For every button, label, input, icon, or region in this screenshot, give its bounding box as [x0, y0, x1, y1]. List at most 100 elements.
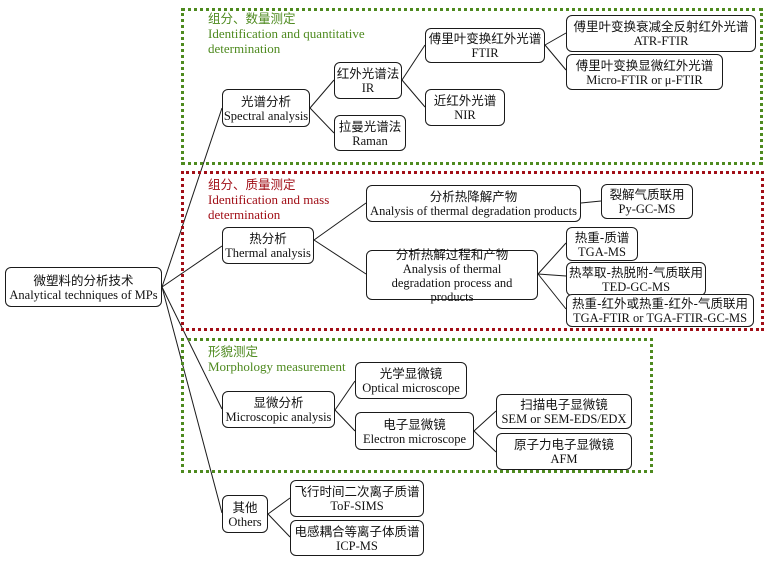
edge-thermal-degprod — [313, 202, 367, 241]
node-thermal-analysis: 热分析 Thermal analysis — [222, 227, 314, 264]
group-label-zh: 组分、数量测定 — [208, 11, 296, 26]
group-label-identification-mass: 组分、质量测定 Identification and mass determin… — [208, 177, 368, 222]
node-tof-sims: 飞行时间二次离子质谱 ToF-SIMS — [290, 480, 424, 517]
group-label-en: Morphology measurement — [208, 359, 346, 374]
edge-degproc-ted — [537, 273, 567, 277]
edge-micro-optical — [334, 380, 356, 411]
edge-ir-ftir — [401, 44, 426, 81]
node-label-zh: 傅里叶变换红外光谱 — [428, 31, 542, 46]
node-ir: 红外光谱法 IR — [334, 62, 402, 99]
node-label-zh: 裂解气质联用 — [609, 187, 685, 202]
node-label-en: Raman — [352, 133, 388, 148]
node-label-en: Micro-FTIR or μ-FTIR — [586, 72, 703, 87]
group-identification-quantitative — [181, 8, 763, 165]
edge-degproc-tga — [537, 242, 567, 275]
node-label-zh: 傅里叶变换显微红外光谱 — [575, 57, 714, 73]
node-label-en: AFM — [550, 452, 578, 466]
edge-ftir-microftir — [544, 44, 567, 71]
node-label-zh: 其他 — [232, 499, 258, 515]
node-label-zh: 电感耦合等离子体质谱 — [294, 523, 420, 539]
node-label-zh: 原子力电子显微镜 — [513, 437, 614, 452]
node-electron-microscope: 电子显微镜 Electron microscope — [355, 412, 474, 450]
edge-degproc-tgaftir — [537, 273, 567, 310]
node-label-en: Spectral analysis — [223, 108, 309, 123]
node-label-zh: 扫描电子显微镜 — [520, 397, 608, 412]
group-label-identification-quantitative: 组分、数量测定 Identification and quantitative … — [208, 11, 378, 56]
node-label-en: ATR-FTIR — [633, 34, 689, 48]
node-label-en: Analysis of thermal degradation products — [370, 204, 577, 218]
node-label-en: FTIR — [471, 46, 499, 60]
node-label-en: ICP-MS — [336, 538, 378, 553]
edge-root-microscopic — [161, 286, 223, 410]
node-label-zh: 傅里叶变换衰减全反射红外光谱 — [573, 19, 749, 34]
group-label-zh: 形貌测定 — [208, 344, 259, 359]
edge-others-tofsims — [267, 497, 291, 515]
node-afm: 原子力电子显微镜 AFM — [496, 433, 632, 470]
node-raman: 拉曼光谱法 Raman — [334, 115, 406, 151]
node-label-zh: 热重-质谱 — [574, 229, 630, 245]
node-micro-ftir: 傅里叶变换显微红外光谱 Micro-FTIR or μ-FTIR — [566, 54, 723, 90]
edge-ir-nir — [401, 79, 426, 108]
node-label-zh: 拉曼光谱法 — [338, 118, 402, 134]
group-label-en: Identification and quantitative determin… — [208, 26, 365, 56]
group-label-morphology: 形貌测定 Morphology measurement — [208, 344, 368, 374]
node-label-en: IR — [361, 81, 375, 95]
group-identification-mass — [181, 171, 764, 331]
node-atr-ftir: 傅里叶变换衰减全反射红外光谱 ATR-FTIR — [566, 15, 756, 52]
edge-degprod-pygcms — [580, 200, 602, 204]
node-label-en: Analytical techniques of MPs — [9, 287, 158, 302]
node-label-zh: 热分析 — [249, 231, 287, 246]
node-others: 其他 Others — [222, 495, 268, 533]
node-label-en: ToF-SIMS — [330, 499, 384, 513]
node-tga-ms: 热重-质谱 TGA-MS — [566, 227, 638, 261]
edge-electron-afm — [473, 430, 497, 453]
node-label-en: Optical microscope — [362, 381, 460, 395]
node-label-zh: 分析热解过程和产物 — [395, 246, 509, 262]
node-label-en: Others — [228, 514, 262, 529]
node-sem: 扫描电子显微镜 SEM or SEM-EDS/EDX — [496, 394, 632, 429]
group-label-en: Identification and mass determination — [208, 192, 330, 222]
node-optical-microscope: 光学显微镜 Optical microscope — [355, 362, 467, 399]
node-label-en: NIR — [454, 108, 476, 122]
node-icp-ms: 电感耦合等离子体质谱 ICP-MS — [290, 520, 424, 556]
edge-ftir-atr — [544, 32, 567, 46]
group-label-zh: 组分、质量测定 — [208, 177, 296, 192]
node-label-en: TED-GC-MS — [601, 279, 671, 294]
node-nir: 近红外光谱 NIR — [425, 89, 505, 126]
node-label-zh: 飞行时间二次离子质谱 — [294, 484, 420, 499]
edge-spectral-ir — [309, 79, 335, 109]
node-label-zh: 光谱分析 — [240, 93, 291, 109]
node-label-en: Py-GC-MS — [618, 202, 676, 216]
node-label-zh: 显微分析 — [253, 395, 304, 410]
group-morphology — [181, 338, 653, 473]
node-label-en: Thermal analysis — [225, 246, 311, 260]
node-microscopic-analysis: 显微分析 Microscopic analysis — [222, 391, 335, 428]
node-spectral-analysis: 光谱分析 Spectral analysis — [222, 89, 310, 127]
edge-others-icpms — [267, 513, 291, 538]
node-label-zh: 近红外光谱 — [433, 93, 497, 108]
node-label-zh: 热重-红外或热重-红外-气质联用 — [571, 296, 749, 311]
node-label-zh: 热萃取-热脱附-气质联用 — [568, 264, 704, 280]
edge-micro-electron — [334, 409, 356, 432]
node-label-en: Microscopic analysis — [225, 410, 332, 424]
edge-electron-sem — [473, 410, 497, 432]
node-root: 微塑料的分析技术 Analytical techniques of MPs — [5, 267, 162, 307]
node-degradation-process: 分析热解过程和产物 Analysis of thermal degradatio… — [366, 246, 538, 304]
node-label-en: TGA-FTIR or TGA-FTIR-GC-MS — [572, 311, 748, 325]
node-ted-gc-ms: 热萃取-热脱附-气质联用 TED-GC-MS — [566, 262, 706, 296]
node-degradation-products: 分析热降解产物 Analysis of thermal degradation … — [366, 185, 581, 222]
node-py-gc-ms: 裂解气质联用 Py-GC-MS — [601, 184, 693, 219]
node-ftir: 傅里叶变换红外光谱 FTIR — [425, 28, 545, 63]
edge-root-others — [161, 286, 223, 514]
node-label-zh: 电子显微镜 — [383, 416, 446, 432]
node-label-en: SEM or SEM-EDS/EDX — [501, 412, 627, 426]
node-label-en: TGA-MS — [578, 244, 626, 259]
edge-root-spectral — [161, 107, 223, 288]
node-label-zh: 红外光谱法 — [336, 66, 400, 81]
node-tga-ftir: 热重-红外或热重-红外-气质联用 TGA-FTIR or TGA-FTIR-GC… — [566, 294, 754, 327]
node-label-en: Analysis of thermal degradation process … — [391, 261, 513, 304]
node-label-zh: 分析热降解产物 — [429, 189, 518, 204]
node-label-zh: 微塑料的分析技术 — [33, 272, 134, 288]
